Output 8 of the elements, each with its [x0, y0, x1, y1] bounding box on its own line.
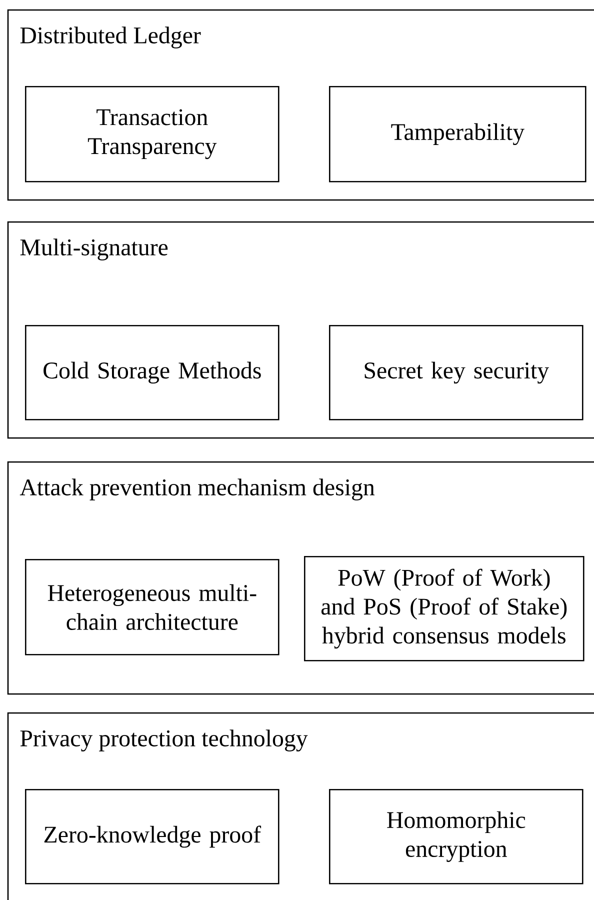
- text-box: Tamperability: [329, 86, 586, 182]
- text-box: Homomorphic encryption: [329, 789, 584, 884]
- text-box: Heterogeneous multi-chain architecture: [25, 559, 280, 656]
- text-box: PoW (Proof of Work) and PoS (Proof of Stake) hybrid consensus models: [304, 556, 584, 662]
- text-box: Zero-knowledge proof: [25, 789, 280, 884]
- text-box: Secret key security: [329, 325, 584, 420]
- text-box: Transaction Transparency: [25, 86, 280, 182]
- text-box: Cold Storage Methods: [25, 325, 280, 420]
